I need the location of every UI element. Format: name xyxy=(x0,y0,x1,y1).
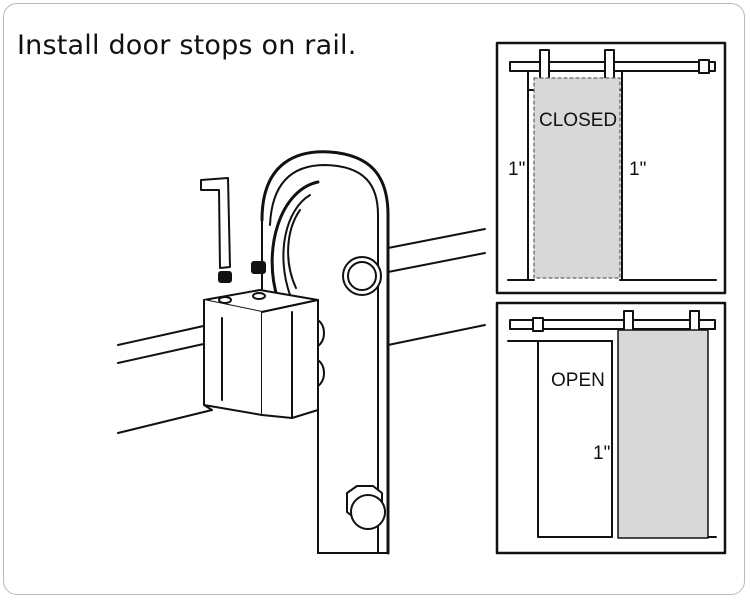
set-screws xyxy=(218,261,266,304)
rail xyxy=(117,228,486,434)
door-stop-block xyxy=(203,289,319,419)
hanger-strap xyxy=(260,150,390,555)
bolt-bottom xyxy=(346,485,386,530)
closed-left-gap-label: 1" xyxy=(508,159,525,180)
closed-door-diagram xyxy=(495,41,727,295)
bolt-top xyxy=(342,256,382,296)
open-gap-label: 1" xyxy=(593,443,610,464)
closed-right-gap-label: 1" xyxy=(629,159,646,180)
hex-key-icon xyxy=(200,177,231,269)
instruction-title: Install door stops on rail. xyxy=(17,30,357,61)
open-label: OPEN xyxy=(551,370,605,391)
roller-wheel xyxy=(270,180,320,302)
open-door-diagram xyxy=(495,301,727,555)
closed-label: CLOSED xyxy=(539,110,617,131)
